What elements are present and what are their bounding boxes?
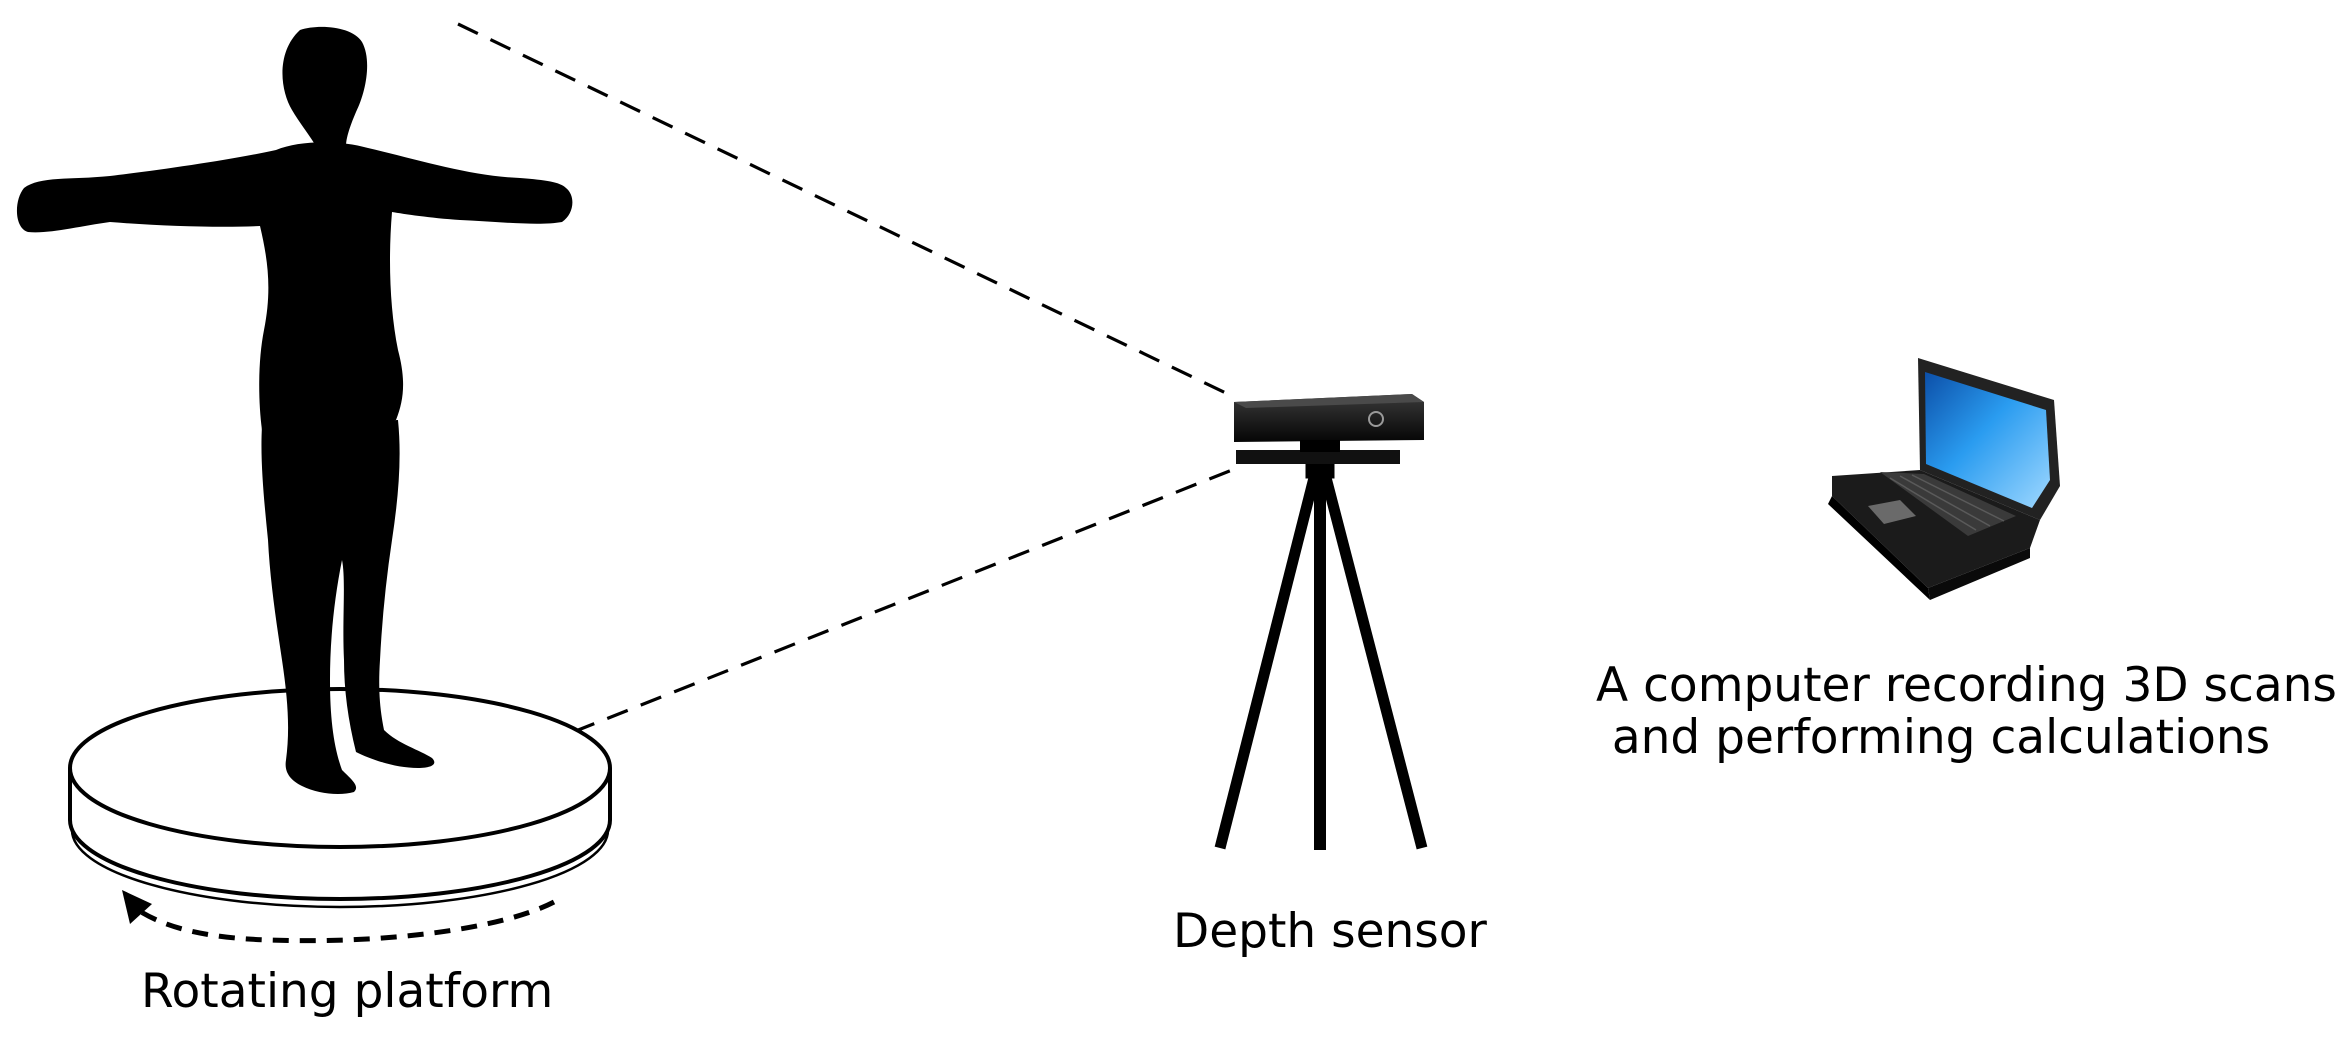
- sensor-label: Depth sensor: [1173, 904, 1487, 959]
- field-of-view-lines: [439, 22, 1233, 787]
- depth-camera-icon: [1234, 394, 1424, 464]
- turntable-icon: [68, 687, 612, 909]
- person-silhouette-icon: [16, 26, 573, 794]
- platform-base-rim: [70, 829, 610, 909]
- computer-label-line1: A computer recording 3D scans: [1596, 658, 2337, 713]
- rotation-arrow-icon: [122, 890, 556, 944]
- fov-upper-line: [457, 22, 1233, 398]
- computer-label-line2: and performing calculations: [1611, 710, 2271, 765]
- laptop-icon: [1828, 358, 2060, 600]
- platform-label: Rotating platform: [141, 964, 554, 1019]
- tripod-icon: [1214, 451, 1428, 850]
